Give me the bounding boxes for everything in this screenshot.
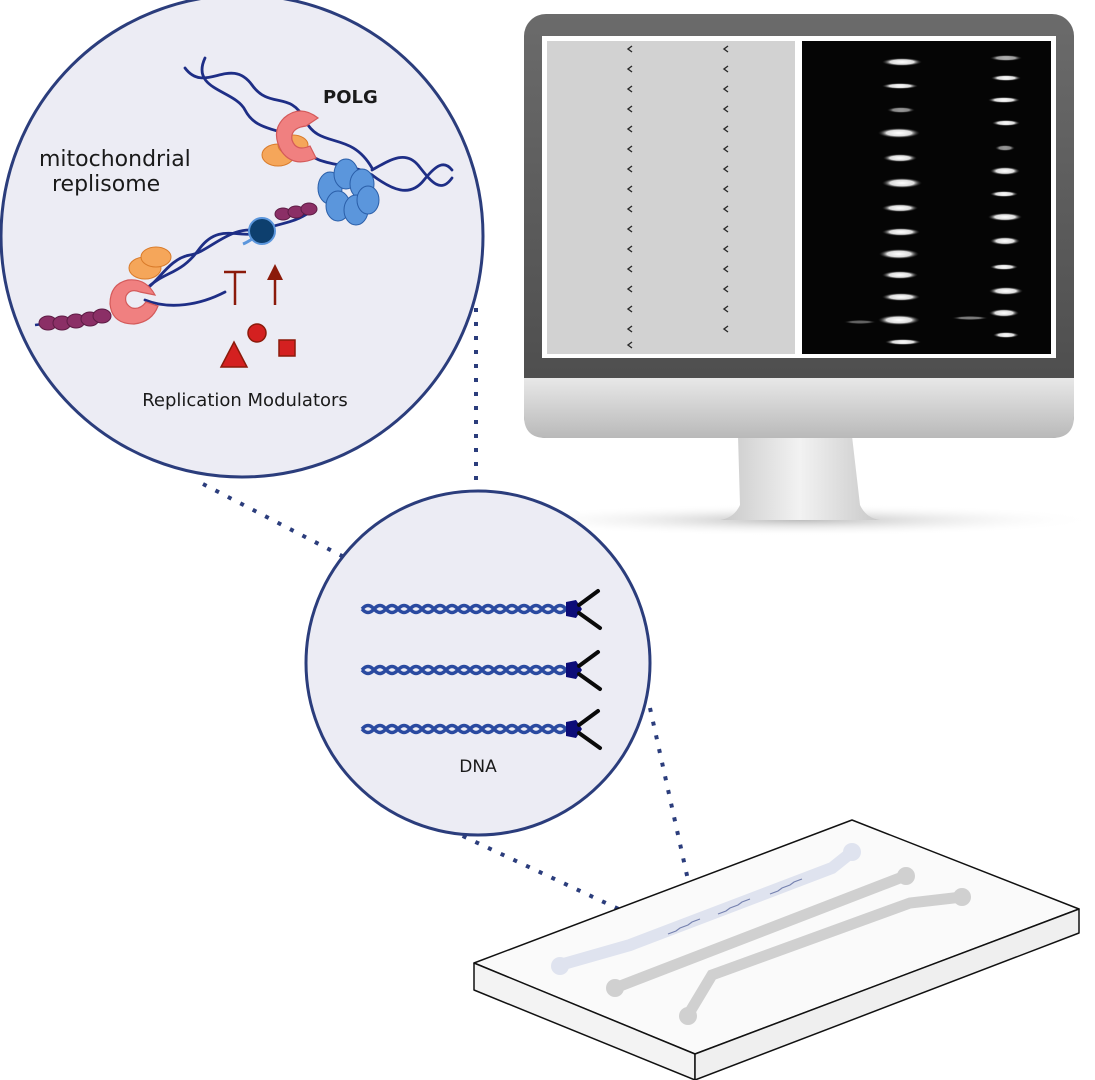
brightfield-panel (547, 41, 795, 354)
circle-icon (247, 323, 267, 343)
twinkle-helicase (317, 158, 380, 226)
polg-polymerase-bottom (109, 246, 172, 325)
chip-side-face (694, 908, 1080, 1080)
flow-channel-1 (551, 843, 861, 975)
flow-channel-3 (679, 888, 971, 1025)
dna-molecule-1 (360, 589, 602, 630)
polg-polymerase-top (261, 110, 320, 167)
modulators-label: Replication Modulators (142, 390, 348, 411)
dna-molecule-3 (360, 709, 602, 750)
fluorescence-panel (802, 41, 1051, 354)
square-icon (278, 339, 296, 357)
monitor-chin (524, 378, 1074, 438)
channel-dna-marks (667, 878, 803, 935)
tether-linker (577, 650, 602, 691)
dna-circle-background (304, 489, 652, 837)
dna-circle: DNA (304, 489, 652, 837)
connector-dna-to-chip-left (449, 828, 626, 914)
replisome-label-line1: mitochondrial (39, 147, 191, 172)
microfluidic-chip (473, 819, 1080, 1080)
chip-front-face (473, 962, 696, 1080)
ssb-chain-right (274, 202, 318, 221)
fluorescence-bands-right (952, 55, 1023, 338)
dna-molecule-2 (360, 650, 602, 691)
ssb-chain-left (34, 308, 112, 331)
bound-modulator (248, 217, 276, 245)
triangle-icon (219, 340, 249, 368)
connector-dna-to-chip-right (648, 707, 690, 881)
monitor-stand (720, 436, 880, 520)
inhibition-t-icon (224, 270, 246, 305)
polg-label: POLG (323, 87, 378, 108)
replisome-circle: POLG mitochondrial replisome Replication… (0, 0, 485, 479)
replisome-dna-strands (143, 56, 454, 307)
dna-label: DNA (459, 757, 497, 777)
up-arrow-icon (267, 264, 283, 305)
replisome-label-line2: replisome (52, 172, 160, 197)
brightfield-marks-right (722, 45, 729, 333)
tether-linker (577, 589, 602, 630)
tether-linker (577, 709, 602, 750)
brightfield-marks-left (626, 45, 633, 349)
monitor (500, 14, 1095, 536)
flow-channel-2 (606, 867, 915, 997)
fluorescence-bands-left (844, 58, 922, 345)
replisome-circle-background (0, 0, 485, 479)
